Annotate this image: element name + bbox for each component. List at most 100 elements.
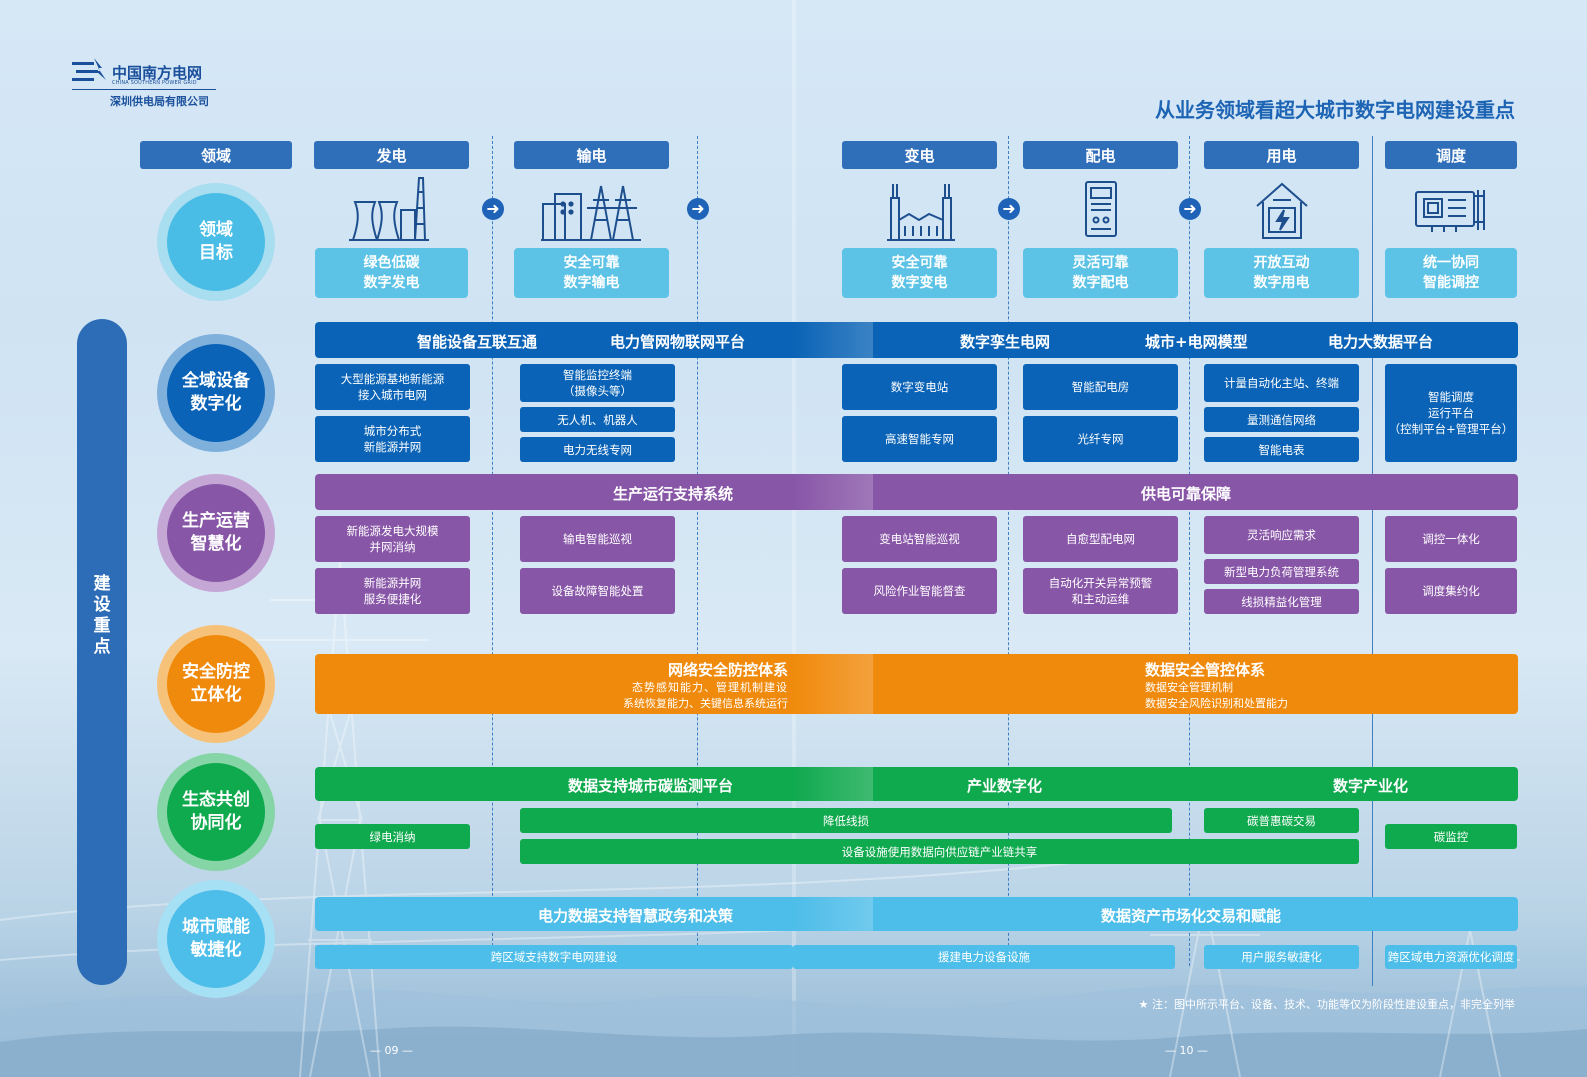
branch-name: 深圳供电局有限公司	[110, 93, 209, 109]
item-box: 用户服务敏捷化	[1204, 945, 1359, 969]
item-box: 计量自动化主站、终端	[1204, 364, 1359, 402]
transmission-tower-icon	[541, 182, 641, 242]
item-box: 无人机、机器人	[520, 407, 675, 432]
item-box: 新型电力负荷管理系统	[1204, 559, 1359, 584]
circle-operation: 生产运营 智慧化	[157, 474, 275, 592]
header-distribution: 配电	[1023, 141, 1178, 169]
circle-empowerment: 城市赋能 敏捷化	[157, 880, 275, 998]
item-box: 新能源并网 服务便捷化	[315, 568, 470, 614]
item-box: 调控一体化	[1385, 516, 1517, 562]
page-number-left: — 09 —	[370, 1044, 413, 1057]
security-line: 态势感知能力、管理机制建设	[623, 680, 788, 696]
item-box: 高速智能专网	[842, 416, 997, 462]
band-digitalization: 智能设备互联互通 电力管网物联网平台 数字孪生电网 城市+电网模型 电力大数据平…	[315, 322, 1518, 358]
arrow-right-icon: ➜	[687, 198, 709, 220]
item-box: 灵活响应需求	[1204, 516, 1359, 554]
item-box: 智能电表	[1204, 437, 1359, 462]
column-divider	[492, 136, 493, 966]
item-box: 碳监控	[1385, 824, 1517, 849]
item-box: 设备故障智能处置	[520, 568, 675, 614]
arrow-right-icon: ➜	[998, 198, 1020, 220]
house-electricity-icon	[1255, 182, 1309, 240]
header-transmission: 输电	[514, 141, 669, 169]
header-dispatch: 调度	[1385, 141, 1517, 169]
arrow-right-icon: ➜	[482, 198, 504, 220]
dispatch-divider	[1372, 136, 1373, 986]
item-box: 变电站智能巡视	[842, 516, 997, 562]
goal-distribution: 灵活可靠 数字配电	[1023, 248, 1178, 298]
item-box: 调度集约化	[1385, 568, 1517, 614]
band-label: 智能设备互联互通	[417, 331, 537, 352]
item-box: 智能调度 运行平台 （控制平台+管理平台）	[1385, 364, 1517, 462]
item-box: 城市分布式 新能源并网	[315, 416, 470, 462]
goal-dispatch: 统一协同 智能调控	[1385, 248, 1517, 298]
footnote: ★ 注：图中所示平台、设备、技术、功能等仅为阶段性建设重点，非完全列举	[1139, 996, 1515, 1012]
band-label: 生产运行支持系统	[613, 483, 733, 504]
band-empowerment: 电力数据支持智慧政务和决策 数据资产市场化交易和赋能	[315, 897, 1518, 931]
company-name-en: CHINA SOUTHERN POWER GRID	[112, 80, 197, 86]
item-box: 数字变电站	[842, 364, 997, 410]
item-box: 跨区域支持数字电网建设	[315, 945, 793, 969]
item-box: 援建电力设备设施	[793, 945, 1175, 969]
security-line: 数据安全风险识别和处置能力	[1145, 696, 1288, 712]
band-label: 产业数字化	[967, 775, 1042, 796]
goal-consumption: 开放互动 数字用电	[1204, 248, 1359, 298]
circle-ecology: 生态共创 协同化	[157, 753, 275, 871]
power-plant-icon	[349, 174, 429, 242]
control-board-icon	[1414, 186, 1486, 234]
item-box: 大型能源基地新能源 接入城市电网	[315, 364, 470, 410]
logo-divider	[72, 89, 216, 90]
band-security: 网络安全防控体系 态势感知能力、管理机制建设 系统恢复能力、关键信息系统运行 数…	[315, 654, 1518, 714]
item-box: 光纤专网	[1023, 416, 1178, 462]
security-line: 数据安全管理机制	[1145, 680, 1288, 696]
page-title: 从业务领域看超大城市数字电网建设重点	[1155, 94, 1515, 123]
band-label: 数字产业化	[1333, 775, 1408, 796]
company-logo: 中国南方电网 CHINA SOUTHERN POWER GRID 深圳供电局有限…	[72, 58, 108, 92]
data-security-title: 数据安全管控体系	[1145, 660, 1288, 680]
page-number-right: — 10 —	[1165, 1044, 1208, 1057]
item-box: 自愈型配电网	[1023, 516, 1178, 562]
item-box: 设备设施使用数据向供应链产业链共享	[520, 839, 1359, 864]
circle-security: 安全防控 立体化	[157, 625, 275, 743]
band-label: 电力大数据平台	[1328, 331, 1433, 352]
item-box: 智能配电房	[1023, 364, 1178, 410]
distribution-cabinet-icon	[1084, 180, 1118, 238]
band-label: 供电可靠保障	[1141, 483, 1231, 504]
circle-digitalization: 全域设备 数字化	[157, 334, 275, 452]
item-box: 自动化开关异常预警 和主动运维	[1023, 568, 1178, 614]
band-label: 电力管网物联网平台	[610, 331, 745, 352]
security-line: 系统恢复能力、关键信息系统运行	[623, 696, 788, 712]
item-box: 电力无线专网	[520, 437, 675, 462]
item-box: 智能监控终端 （摄像头等）	[520, 364, 675, 402]
item-box: 量测通信网络	[1204, 407, 1359, 432]
construction-focus-bar: 建 设 重 点	[77, 319, 127, 985]
item-box: 线损精益化管理	[1204, 589, 1359, 614]
substation-icon	[887, 180, 955, 242]
header-generation: 发电	[314, 141, 469, 169]
network-security-title: 网络安全防控体系	[623, 660, 788, 680]
band-label: 数字孪生电网	[960, 331, 1050, 352]
item-box: 风险作业智能督查	[842, 568, 997, 614]
goal-transmission: 安全可靠 数字输电	[514, 248, 669, 298]
band-ecology: 数据支持城市碳监测平台 产业数字化 数字产业化	[315, 767, 1518, 801]
item-box: 输电智能巡视	[520, 516, 675, 562]
item-box: 降低线损	[520, 808, 1172, 833]
band-operation: 生产运行支持系统 供电可靠保障	[315, 474, 1518, 510]
arrow-right-icon: ➜	[1179, 198, 1201, 220]
item-box: 跨区域电力资源优化调度	[1385, 945, 1517, 969]
circle-domain-goal: 领域 目标	[157, 183, 275, 301]
item-box: 碳普惠碳交易	[1204, 808, 1359, 833]
band-label: 数据资产市场化交易和赋能	[1101, 905, 1281, 926]
csg-logo-icon	[72, 58, 108, 88]
header-substation: 变电	[842, 141, 997, 169]
item-box: 绿电消纳	[315, 824, 470, 849]
band-label: 电力数据支持智慧政务和决策	[538, 905, 733, 926]
band-label: 数据支持城市碳监测平台	[568, 775, 733, 796]
header-domain: 领域	[140, 141, 292, 169]
header-consumption: 用电	[1204, 141, 1359, 169]
goal-substation: 安全可靠 数字变电	[842, 248, 997, 298]
goal-generation: 绿色低碳 数字发电	[315, 248, 468, 298]
item-box: 新能源发电大规模 并网消纳	[315, 516, 470, 562]
band-label: 城市+电网模型	[1145, 331, 1248, 352]
